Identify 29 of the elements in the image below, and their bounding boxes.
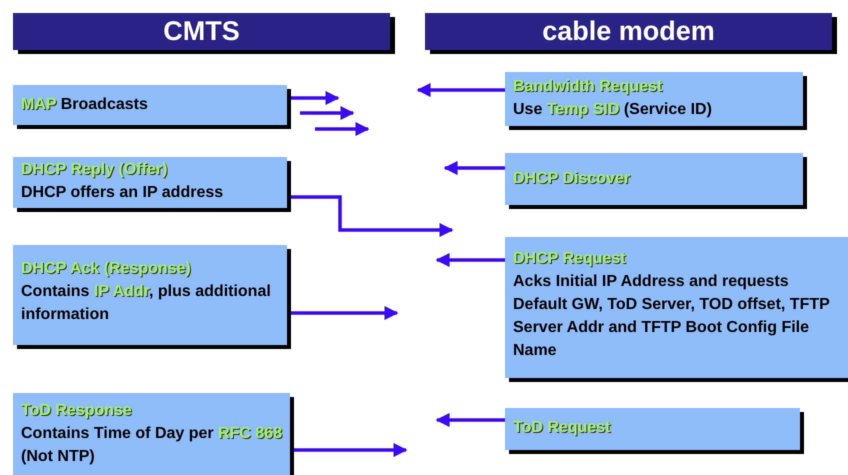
arrow	[436, 413, 505, 427]
message-title: ToD Response	[21, 401, 133, 421]
message-box	[13, 85, 287, 125]
header-text: CMTS	[163, 20, 240, 43]
column-header	[13, 13, 390, 50]
arrow	[436, 253, 505, 267]
message-box	[505, 408, 800, 450]
message-box	[13, 157, 287, 208]
message-box	[505, 237, 848, 378]
message-box	[505, 72, 803, 126]
message-text: Contains IP Addr, plus additional information	[21, 282, 272, 325]
message-title: DHCP Discover	[513, 169, 632, 189]
message-title: DHCP Reply (Offer)	[21, 160, 168, 180]
header-text: cable modem	[542, 20, 715, 43]
message-box	[13, 245, 287, 345]
message-title: Bandwidth Request	[513, 77, 664, 97]
message-title: ToD Request	[513, 418, 612, 438]
arrow	[416, 83, 505, 97]
message-text: Contains Time of Day per RFC 868 (Not NTP)	[21, 424, 284, 467]
message-text: Use Temp SID (Service ID)	[513, 100, 713, 120]
arrow	[444, 161, 505, 175]
message-title: DHCP Ack (Response)	[21, 259, 192, 279]
message-text: Acks Initial IP Address and requests Default GW, ToD Server, TOD offset, TFTP Server Addr and TFTP Boot Config File Name	[513, 272, 830, 361]
message-box	[505, 153, 803, 205]
message-text: MAP Broadcasts	[21, 95, 149, 115]
message-text: DHCP offers an IP address	[21, 183, 224, 203]
message-box	[13, 393, 290, 475]
message-title: DHCP Request	[513, 249, 627, 269]
column-header	[425, 13, 832, 50]
